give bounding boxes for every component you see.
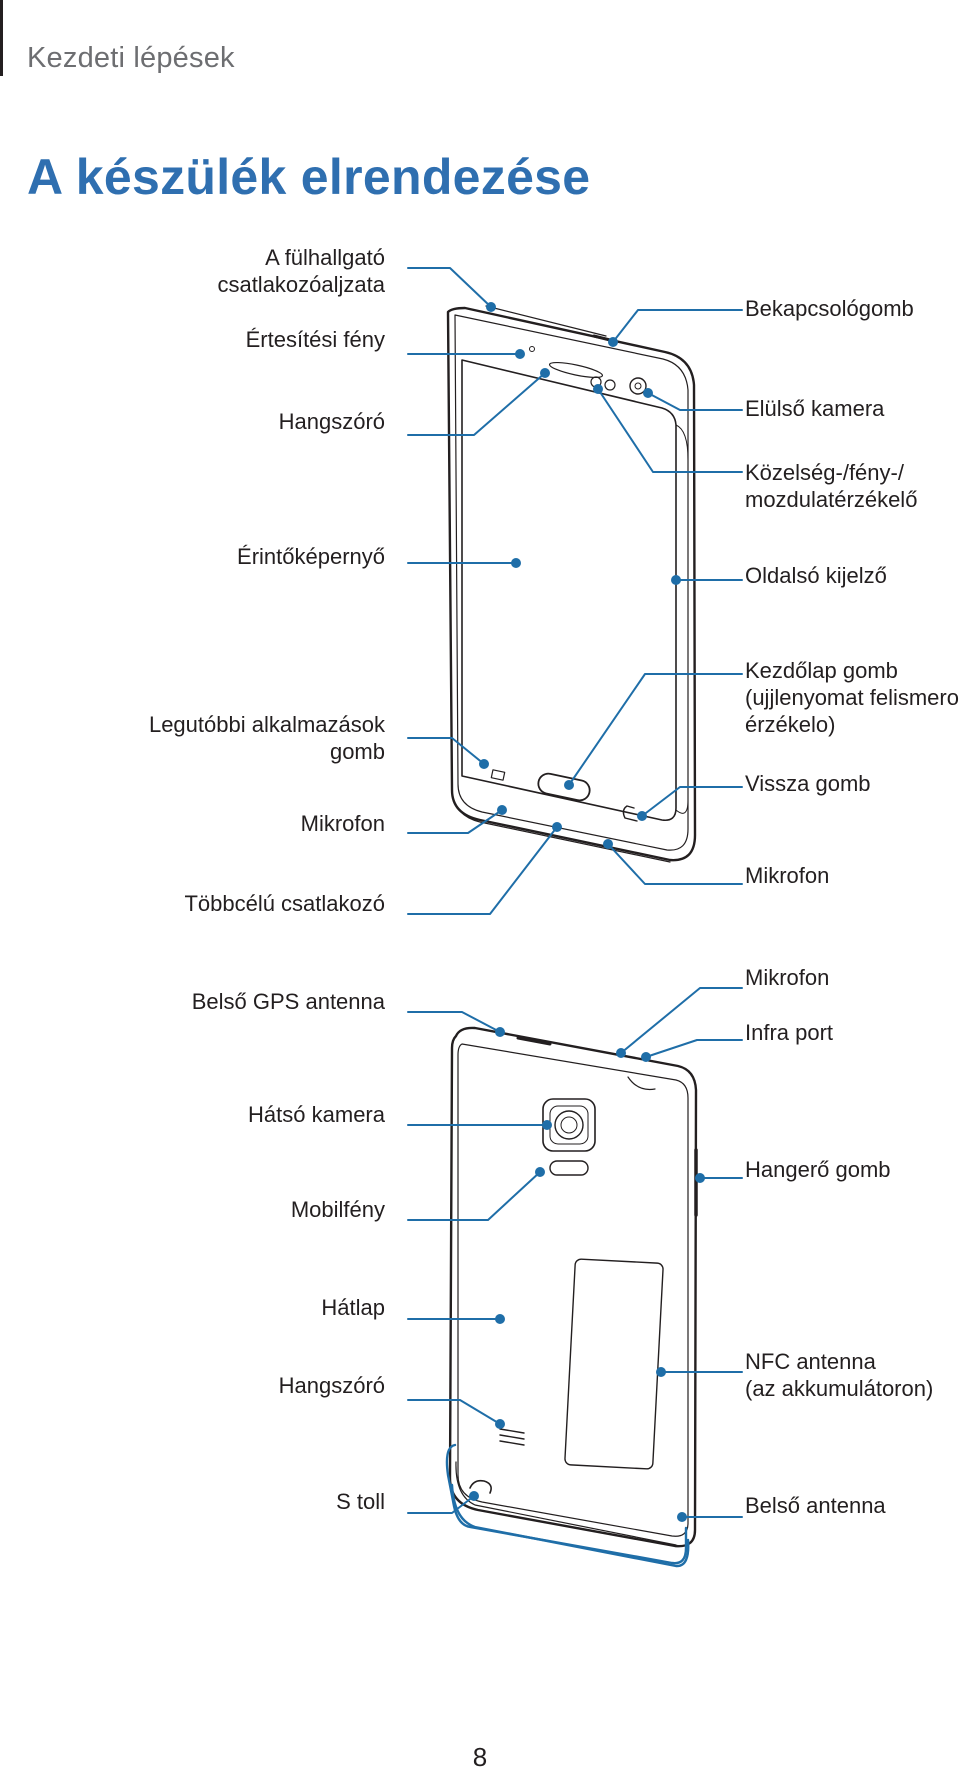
back-phone-illustration — [448, 1026, 698, 1548]
header-rule — [0, 0, 3, 76]
label-s-pen: S toll — [336, 1489, 385, 1514]
label-speaker-back: Hangszóró — [278, 1373, 385, 1398]
callout-lines — [407, 267, 743, 1568]
page-title: A készülék elrendezése — [27, 149, 591, 205]
label-nfc-antenna: NFC antenna(az akkumulátoron) — [745, 1349, 934, 1401]
label-sensor: Közelség-/fény-/mozdulatérzékelő — [745, 460, 918, 512]
label-microphone-top: Mikrofon — [745, 965, 830, 990]
label-rear-camera: Hátsó kamera — [248, 1102, 385, 1127]
page-number: 8 — [472, 1742, 488, 1772]
label-flash: Mobilfény — [290, 1197, 385, 1222]
label-speaker: Hangszóró — [278, 409, 385, 434]
label-notification-light: Értesítési fény — [245, 327, 385, 352]
label-volume-button: Hangerő gomb — [745, 1157, 891, 1182]
section-title: Kezdeti lépések — [27, 42, 235, 74]
label-ir-port: Infra port — [745, 1020, 834, 1045]
label-power-button: Bekapcsológomb — [745, 296, 914, 321]
label-side-display: Oldalsó kijelző — [745, 563, 887, 588]
label-touchscreen: Érintőképernyő — [237, 544, 385, 569]
label-microphone-front: Mikrofon — [300, 811, 385, 836]
label-internal-antenna: Belső antenna — [745, 1493, 886, 1518]
label-multipurpose-jack: Többcélú csatlakozó — [184, 891, 385, 916]
label-back-button: Vissza gomb — [745, 771, 871, 796]
callout-dots — [469, 302, 705, 1522]
label-gps-antenna: Belső GPS antenna — [191, 989, 385, 1014]
label-microphone-bottom: Mikrofon — [745, 863, 830, 888]
label-front-camera: Elülső kamera — [745, 396, 885, 421]
front-phone-illustration — [446, 305, 697, 863]
label-back-cover: Hátlap — [321, 1295, 385, 1320]
